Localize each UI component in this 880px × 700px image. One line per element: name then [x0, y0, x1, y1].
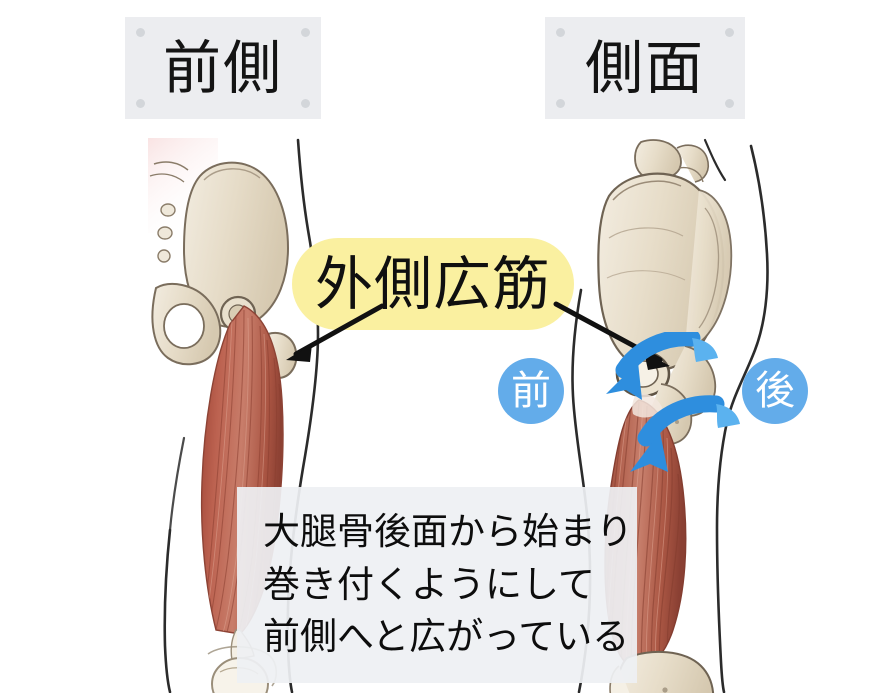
screw-dot-icon — [301, 28, 310, 37]
muscle-name-text: 外側広筋 — [314, 250, 551, 318]
anterior-anatomy-drawing — [148, 138, 320, 693]
caption-line: 大腿骨後面から始まり — [263, 510, 633, 554]
view-label-lateral: 側面 — [545, 17, 745, 119]
caption-line: 前側へと広がっている — [263, 615, 630, 659]
screw-dot-icon — [136, 28, 145, 37]
screw-dot-icon — [136, 99, 145, 108]
description-caption: 大腿骨後面から始まり 巻き付くようにして 前側へと広がっている — [237, 487, 637, 683]
screw-dot-icon — [556, 28, 565, 37]
screw-dot-icon — [725, 28, 734, 37]
view-label-anterior: 前側 — [125, 17, 321, 119]
view-label-lateral-text: 側面 — [584, 34, 705, 102]
screw-dot-icon — [556, 99, 565, 108]
anatomy-figure-anterior — [148, 138, 333, 693]
caption-line: 巻き付くようにして — [263, 562, 595, 606]
muscle-name-label: 外側広筋 — [292, 238, 574, 330]
direction-badge-front: 前 — [498, 358, 564, 424]
direction-badge-back-text: 後 — [755, 368, 795, 414]
screw-dot-icon — [301, 99, 310, 108]
view-label-anterior-text: 前側 — [162, 34, 283, 102]
direction-badge-front-text: 前 — [511, 368, 551, 414]
screw-dot-icon — [725, 99, 734, 108]
direction-badge-back: 後 — [742, 358, 808, 424]
